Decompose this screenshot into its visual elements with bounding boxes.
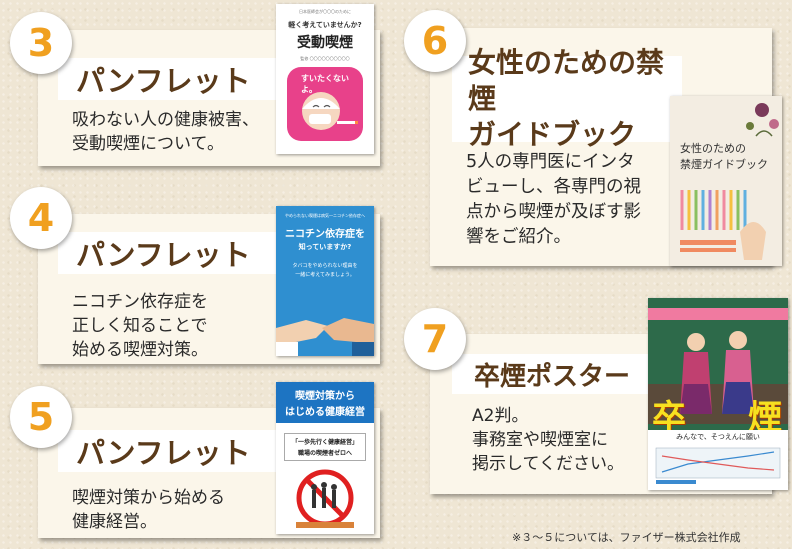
item-3-cover-bubble: すいたくないよ。 [301, 74, 349, 94]
item-3-cover: 日本医師会が〇〇〇のために 軽く考えていませんか? 受動喫煙 監修 〇〇〇〇〇〇… [276, 4, 374, 154]
item-3-title: パンフレット [76, 64, 251, 98]
item-7-desc-line: A2判。 [472, 406, 529, 426]
item-4-desc-line: ニコチン依存症を [72, 292, 208, 312]
item-6-cover-heading2: 禁煙ガイドブック [680, 158, 768, 171]
no-smoking-icon [296, 469, 354, 528]
item-7-number: 7 [421, 317, 449, 361]
item-6-title-band: 女性のための禁煙 ガイドブック [452, 46, 682, 151]
item-4-cover-sub1: タバコをやめられない理由を [292, 263, 358, 269]
item-5-desc-line: 健康経営。 [72, 512, 157, 532]
item-7-desc-line: 掲示してください。 [472, 454, 624, 474]
item-3-cover-heading: 受動喫煙 [297, 35, 353, 51]
handshake-icon [276, 318, 374, 356]
item-3-number-badge: 3 [10, 12, 72, 74]
chart-illustration-icon [655, 447, 781, 484]
item-5-cover-header: 喫煙対策から はじめる健康経営 [276, 382, 374, 423]
item-6-desc-line: 響をご紹介。 [466, 227, 571, 247]
item-3-cover-panel: すいたくないよ。 [287, 67, 363, 141]
footnote: ※３～５については、ファイザー株式会社作成 [512, 531, 741, 544]
item-6-desc-line: 点から喫煙が及ぼす影 [466, 202, 641, 222]
item-6-title-line: 女性のための禁煙 [468, 46, 665, 115]
item-7-number-badge: 7 [404, 308, 466, 370]
item-7-cover: 卒 煙 みんなで、そつえんに願い [648, 298, 788, 490]
item-3-desc-line: 受動喫煙について。 [72, 134, 224, 154]
item-5-cover-heading1: 喫煙対策から [295, 391, 355, 402]
item-5-cover-box1: 「一歩先行く健康経営」 [291, 439, 358, 446]
item-6-cover: 女性のための 禁煙ガイドブック [670, 96, 782, 266]
item-5-description: 喫煙対策から始める 健康経営。 [72, 486, 272, 534]
item-7-title: 卒煙ポスター [474, 361, 631, 392]
item-4-cover-heading2: 知っていますか? [298, 243, 352, 251]
cigarettes-illustration-icon [680, 190, 766, 260]
item-6-number: 6 [421, 19, 449, 63]
item-5-cover-box: 「一歩先行く健康経営」 職場の喫煙者ゼロへ [284, 433, 366, 461]
flower-decoration-icon [746, 103, 779, 137]
item-7-description: A2判。 事務室や喫煙室に 掲示してください。 [472, 404, 642, 476]
item-3-cover-top-text: 日本医師会が〇〇〇のために [299, 9, 351, 14]
item-5-cover-heading2: はじめる健康経営 [285, 407, 365, 418]
item-5-title-band: パンフレット [58, 430, 298, 472]
item-5-desc-line: 喫煙対策から始める [72, 488, 225, 508]
item-6-desc-line: 5人の専門医にインタ [466, 152, 635, 172]
item-5-number-badge: 5 [10, 386, 72, 448]
item-3-number: 3 [27, 21, 55, 65]
item-4-title: パンフレット [76, 238, 251, 272]
item-4-number-badge: 4 [10, 187, 72, 249]
item-5-cover-box2: 職場の喫煙者ゼロへ [297, 450, 352, 457]
item-5-title: パンフレット [76, 436, 251, 470]
item-3-cover-heading-small: 軽く考えていませんか? [288, 21, 362, 29]
item-4-cover: やめられない喫煙は病気―ニコチン依存症へ ニコチン依存症を 知っていますか? タ… [276, 206, 374, 356]
item-3-title-band: パンフレット [58, 58, 298, 100]
item-4-desc-line: 正しく知ることで [72, 316, 208, 336]
item-7-cover-sub: みんなで、そつえんに願い [676, 433, 760, 441]
baby-illustration-icon [302, 92, 358, 130]
item-4-description: ニコチン依存症を 正しく知ることで 始める喫煙対策。 [72, 290, 272, 362]
item-6-cover-heading1: 女性のための [680, 142, 746, 155]
item-5-cover: 喫煙対策から はじめる健康経営 「一歩先行く健康経営」 職場の喫煙者ゼロへ [276, 382, 374, 534]
item-7-desc-line: 事務室や喫煙室に [472, 430, 608, 450]
item-6-description: 5人の専門医にインタ ビューし、各専門の視 点から喫煙が及ぼす影 響をご紹介。 [466, 150, 666, 250]
item-4-cover-top-text: やめられない喫煙は病気―ニコチン依存症へ [285, 213, 365, 218]
item-4-cover-sub2: 一緒に考えてみましょう。 [295, 272, 355, 278]
item-6-title-line: ガイドブック [468, 118, 637, 151]
item-7-cover-banner [648, 308, 788, 320]
graduates-illustration-icon [648, 331, 788, 424]
item-3-description: 吸わない人の健康被害、 受動喫煙について。 [72, 108, 272, 156]
item-4-desc-line: 始める喫煙対策。 [72, 340, 208, 360]
item-4-number: 4 [27, 196, 55, 240]
item-6-number-badge: 6 [404, 10, 466, 72]
item-4-cover-heading: ニコチン依存症を [285, 229, 365, 240]
item-3-cover-author: 監修 〇〇〇〇〇〇〇〇〇〇 [300, 56, 350, 61]
item-4-title-band: パンフレット [58, 232, 298, 274]
item-5-number: 5 [27, 395, 55, 439]
item-3-desc-line: 吸わない人の健康被害、 [72, 110, 259, 130]
item-7-cover-lower: みんなで、そつえんに願い [648, 430, 788, 490]
item-7-title-band: 卒煙ポスター [452, 354, 658, 394]
item-6-desc-line: ビューし、各専門の視 [466, 177, 641, 197]
